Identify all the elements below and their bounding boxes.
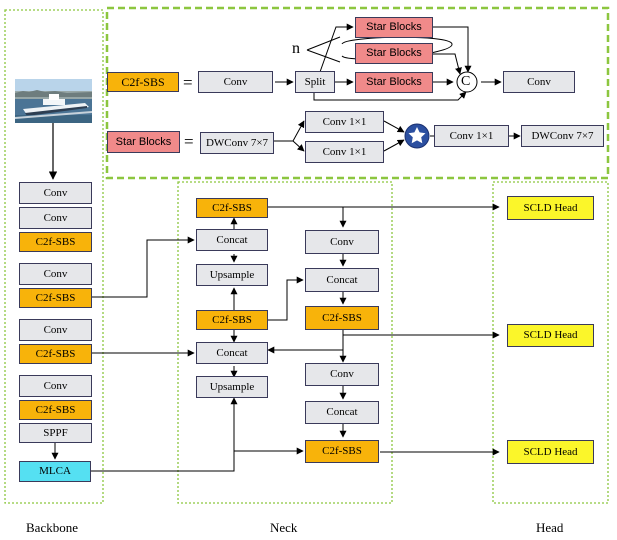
legend-dwconv-1: DWConv 7×7 bbox=[200, 132, 274, 154]
backbone-block: Conv bbox=[19, 182, 92, 204]
legend-conv1x1-right: Conv 1×1 bbox=[434, 125, 509, 147]
neck-left-block: C2f-SBS bbox=[196, 198, 268, 218]
neck-left-block: Upsample bbox=[196, 376, 268, 398]
backbone-block: C2f-SBS bbox=[19, 288, 92, 308]
backbone-mlca: MLCA bbox=[19, 461, 91, 482]
neck-right-block: Conv bbox=[305, 230, 379, 254]
legend-star-blocks-def: Star Blocks bbox=[107, 131, 180, 153]
concat-symbol: C bbox=[461, 74, 471, 89]
repeat-count-label: n bbox=[292, 40, 300, 57]
section-label-backbone: Backbone bbox=[26, 520, 78, 535]
legend-star-blocks-1: Star Blocks bbox=[355, 17, 433, 38]
legend-dwconv-2: DWConv 7×7 bbox=[521, 125, 604, 147]
backbone-block: Conv bbox=[19, 319, 92, 341]
head-block: SCLD Head bbox=[507, 440, 594, 464]
neck-right-block: Concat bbox=[305, 401, 379, 424]
neck-right-block: C2f-SBS bbox=[305, 440, 379, 463]
neck-left-block: Concat bbox=[196, 342, 268, 364]
backbone-block: SPPF bbox=[19, 423, 92, 443]
head-block: SCLD Head bbox=[507, 196, 594, 220]
legend-star-blocks-3: Star Blocks bbox=[355, 72, 433, 93]
concat-circle bbox=[456, 71, 478, 93]
neck-frame bbox=[177, 181, 393, 504]
input-ship-image bbox=[15, 79, 92, 123]
legend-equals-1: = bbox=[183, 73, 193, 92]
backbone-block: C2f-SBS bbox=[19, 232, 92, 252]
backbone-block: C2f-SBS bbox=[19, 400, 92, 420]
neck-left-block: Upsample bbox=[196, 264, 268, 286]
backbone-block: C2f-SBS bbox=[19, 344, 92, 364]
section-label-neck: Neck bbox=[270, 520, 298, 535]
star-icon bbox=[408, 127, 426, 144]
head-block: SCLD Head bbox=[507, 324, 594, 347]
legend-conv-2: Conv bbox=[503, 71, 575, 93]
legend-star-blocks-2: Star Blocks bbox=[355, 43, 433, 64]
legend-conv-1: Conv bbox=[198, 71, 273, 93]
neck-left-block: C2f-SBS bbox=[196, 310, 268, 330]
section-label-head: Head bbox=[536, 520, 564, 535]
backbone-block: Conv bbox=[19, 207, 92, 229]
legend-conv1x1-top: Conv 1×1 bbox=[305, 111, 384, 133]
legend-frame bbox=[105, 6, 610, 180]
legend-c2f-sbs: C2f-SBS bbox=[107, 72, 179, 92]
legend-equals-2: = bbox=[184, 132, 194, 151]
neck-right-block: Concat bbox=[305, 268, 379, 292]
backbone-frame bbox=[4, 9, 104, 504]
legend-conv1x1-bottom: Conv 1×1 bbox=[305, 141, 384, 163]
legend-split: Split bbox=[295, 71, 335, 93]
neck-right-block: Conv bbox=[305, 363, 379, 386]
backbone-block: Conv bbox=[19, 375, 92, 397]
neck-right-block: C2f-SBS bbox=[305, 306, 379, 330]
neck-left-block: Concat bbox=[196, 229, 268, 251]
head-frame bbox=[492, 181, 609, 504]
backbone-block: Conv bbox=[19, 263, 92, 285]
